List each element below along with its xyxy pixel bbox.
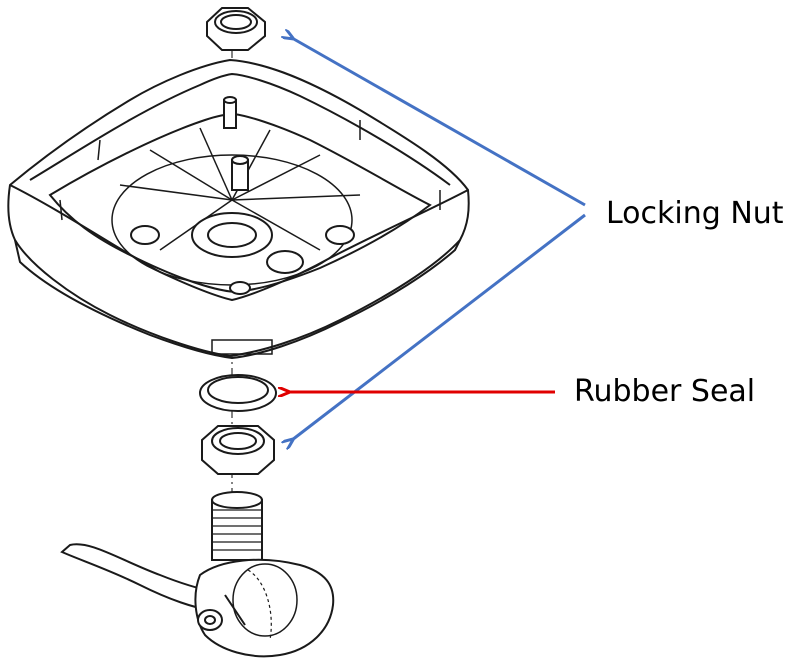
locking-nut-arrow-top <box>292 38 586 207</box>
locking-nut-label: Locking Nut <box>606 196 784 231</box>
top-locking-nut <box>206 7 266 51</box>
rubber-seal <box>199 374 277 412</box>
base-plate <box>7 58 470 360</box>
bottom-locking-nut <box>201 425 275 475</box>
valve-with-lever <box>60 491 335 658</box>
rubber-seal-label: Rubber Seal <box>574 374 756 409</box>
locking-nut-arrow-bottom <box>292 213 586 440</box>
